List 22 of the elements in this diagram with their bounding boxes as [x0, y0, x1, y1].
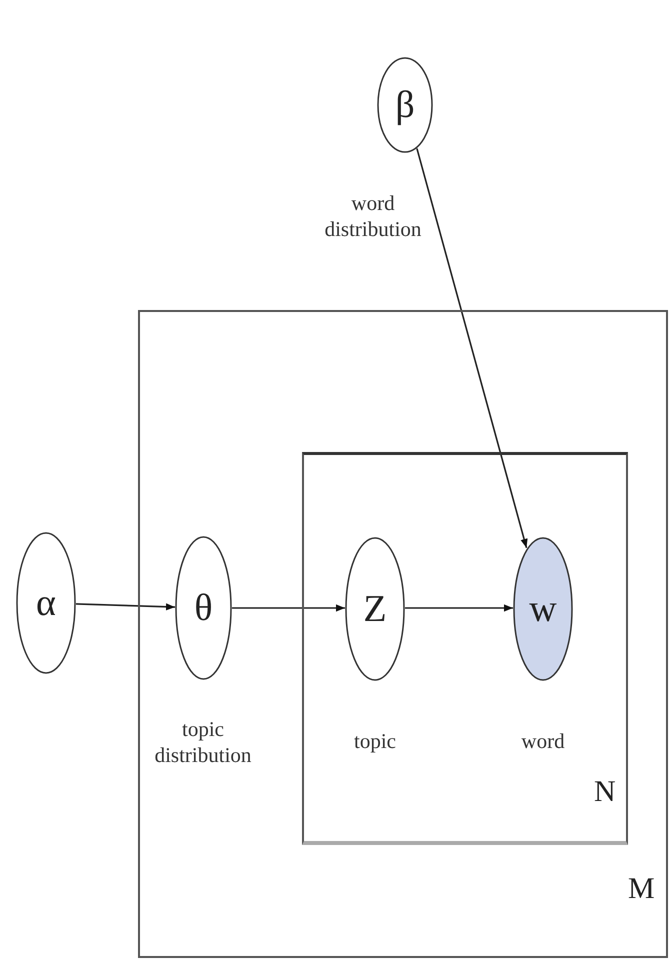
- arrow: [416, 148, 528, 548]
- variable-caption: word: [520, 728, 566, 754]
- variable-symbol: θ: [194, 586, 213, 630]
- variable-circle: [16, 532, 76, 674]
- variable-caption: topic: [353, 728, 397, 754]
- variable-circle: [175, 536, 232, 680]
- plate-label: N: [594, 775, 616, 809]
- variable-symbol: Z: [363, 587, 387, 631]
- plate-box: [302, 452, 628, 845]
- plate-label: M: [628, 872, 655, 906]
- plate-box: [138, 310, 668, 958]
- variable-symbol: β: [395, 83, 415, 127]
- variable-caption: word distribution: [324, 190, 422, 242]
- variable-caption: topic distribution: [154, 716, 252, 768]
- arrow: [232, 604, 345, 612]
- variable-circle: [345, 537, 405, 681]
- variable-symbol: α: [36, 581, 56, 625]
- variable-symbol: w: [529, 587, 557, 631]
- variable-circle: [513, 537, 573, 681]
- variable-circle: [377, 57, 433, 153]
- arrow: [76, 603, 176, 610]
- arrow: [405, 604, 513, 612]
